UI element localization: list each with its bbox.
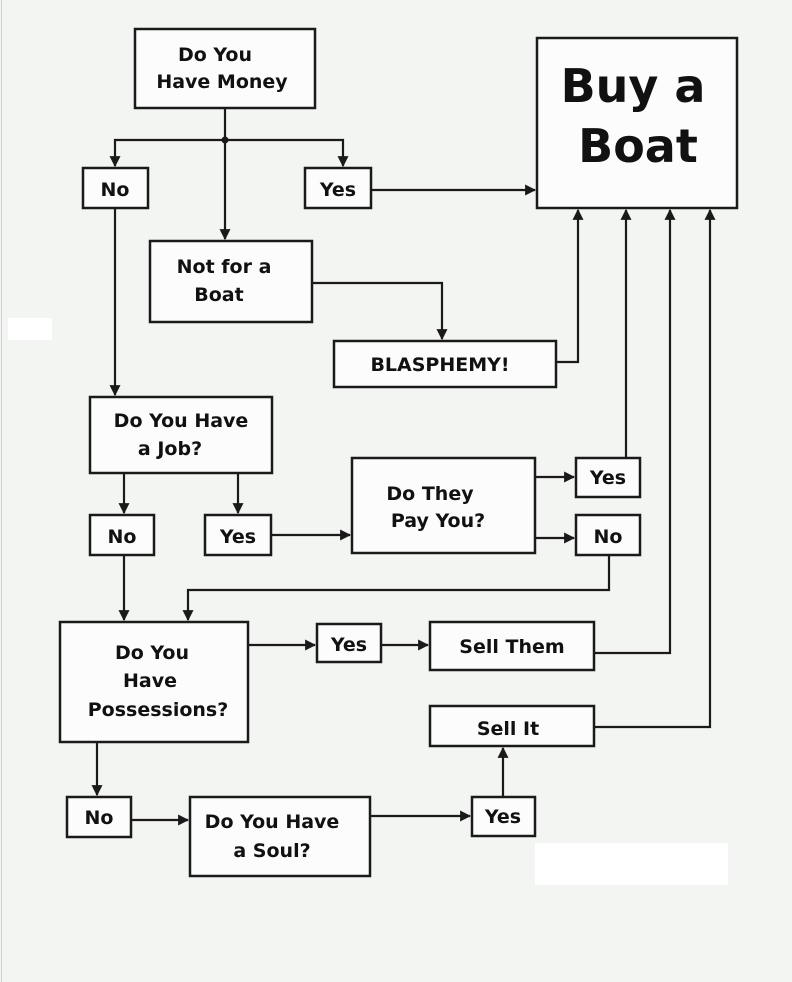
svg-text:Do They: Do They xyxy=(386,483,474,505)
svg-text:Do You Have: Do You Have xyxy=(205,811,340,833)
node-yes-soul: Yes xyxy=(470,795,537,838)
svg-text:Yes: Yes xyxy=(589,467,626,489)
svg-text:Sell It: Sell It xyxy=(477,718,539,740)
node-blasphemy: BLASPHEMY! xyxy=(332,339,558,389)
node-money: Do You Have Money xyxy=(133,27,317,110)
svg-text:Do You: Do You xyxy=(178,44,252,66)
svg-text:a Job?: a Job? xyxy=(138,438,202,460)
svg-text:Boat: Boat xyxy=(194,284,243,306)
svg-text:Sell Them: Sell Them xyxy=(459,636,564,658)
svg-text:Buy a: Buy a xyxy=(561,59,706,113)
svg-text:No: No xyxy=(108,526,137,548)
node-no-possessions: No xyxy=(65,795,133,839)
node-soul: Do You Have a Soul? xyxy=(188,795,372,878)
node-yes-money: Yes xyxy=(303,166,373,210)
svg-text:Not for a: Not for a xyxy=(177,256,272,278)
svg-text:Yes: Yes xyxy=(219,526,256,548)
node-sell-it: Sell It xyxy=(428,704,596,748)
svg-text:Yes: Yes xyxy=(319,179,356,201)
svg-text:No: No xyxy=(101,179,130,201)
svg-text:No: No xyxy=(85,807,114,829)
svg-text:Pay You?: Pay You? xyxy=(391,510,485,532)
svg-text:Do You Have: Do You Have xyxy=(114,410,249,432)
svg-text:Boat: Boat xyxy=(578,119,698,173)
white-patch xyxy=(535,843,728,885)
node-sell-them: Sell Them xyxy=(428,620,596,672)
svg-text:Yes: Yes xyxy=(484,806,521,828)
node-no-job: No xyxy=(88,513,156,557)
left-edge xyxy=(1,0,2,982)
node-not-for-a-boat: Not for a Boat xyxy=(148,239,314,324)
svg-text:Have: Have xyxy=(123,670,177,692)
node-yes-possessions: Yes xyxy=(315,622,383,664)
node-buy-a-boat: Buy a Boat xyxy=(535,36,739,210)
node-not-paid: No xyxy=(574,513,642,557)
node-yes-paid: Yes xyxy=(574,456,642,499)
svg-text:Do You: Do You xyxy=(115,642,189,664)
node-yes-job: Yes xyxy=(203,513,273,557)
svg-text:Have Money: Have Money xyxy=(156,71,288,93)
svg-text:No: No xyxy=(594,526,623,548)
connectors xyxy=(91,108,716,826)
node-possessions: Do You Have Possessions? xyxy=(58,620,250,744)
node-pay: Do They Pay You? xyxy=(350,456,537,555)
node-job: Do You Have a Job? xyxy=(88,395,274,475)
svg-text:a Soul?: a Soul? xyxy=(233,840,310,862)
svg-text:Possessions?: Possessions? xyxy=(88,699,229,721)
svg-text:Yes: Yes xyxy=(330,634,367,656)
svg-text:BLASPHEMY!: BLASPHEMY! xyxy=(370,354,509,376)
node-no-money: No xyxy=(81,166,150,210)
white-patch xyxy=(8,318,52,340)
